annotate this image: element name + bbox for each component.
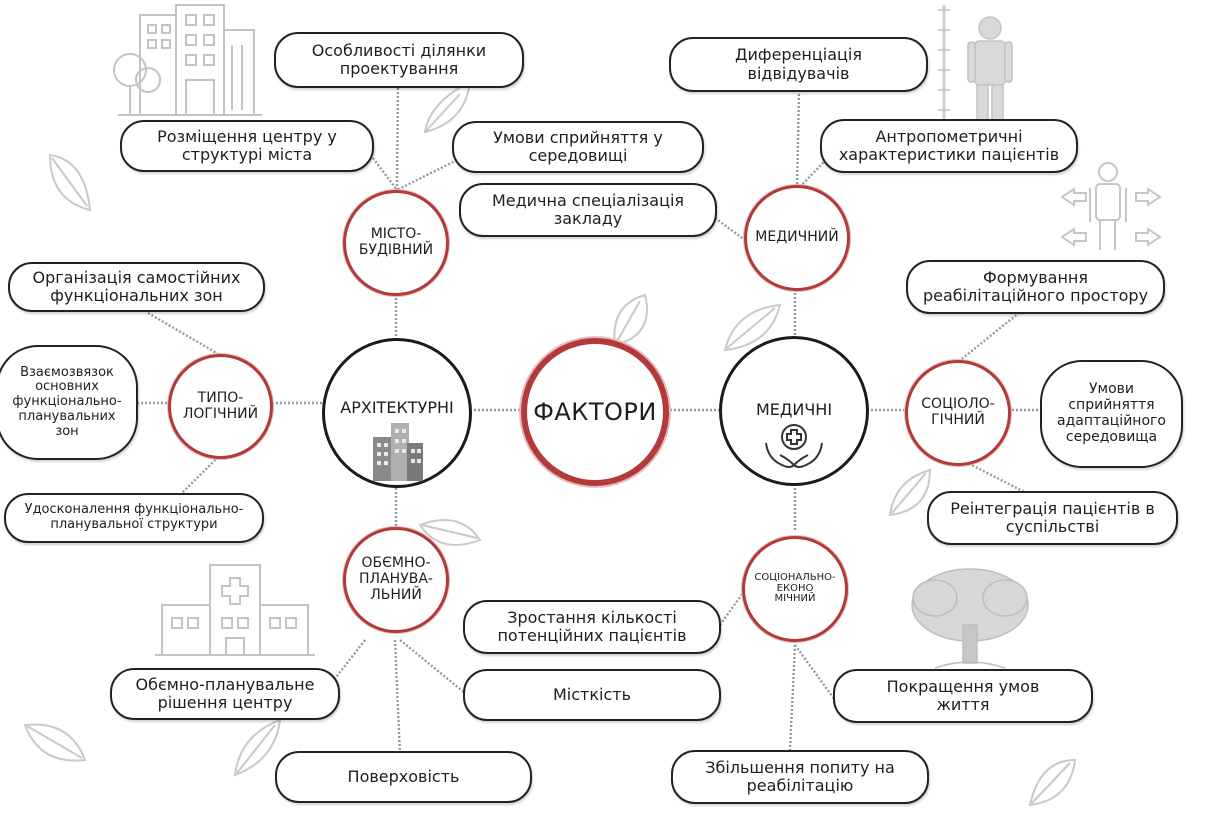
factor-living-conditions: Покращення умов життя [833,669,1093,723]
factor-city-placement-label: Розміщення центру у структурі міста [157,126,337,164]
factor-patient-growth: Зростання кількості потенційних пацієнті… [463,600,721,654]
category-sociological: СОЦІОЛО- ГІЧНИЙ [905,360,1011,466]
category-socioeconomic: СОЦІОНАЛЬНО- ЕКОНО МІЧНИЙ [742,536,848,642]
factor-structure-improvement-label: Удосконалення функціонально- планувально… [24,502,244,532]
factor-medical-specialization: Медична спеціалізація закладу [459,183,717,237]
factor-medical-specialization-label: Медична спеціалізація закладу [491,190,685,228]
factor-reintegration-label: Реінтеграція пацієнтів в суспільстві [950,498,1155,536]
category-typological-label: ТИПО- ЛОГІЧНИЙ [182,389,259,422]
category-medical: МЕДИЧНИЙ [744,185,850,291]
category-spatial-label: ОБЄМНО- ПЛАНУВА- ЛЬНИЙ [359,555,433,603]
factor-anthropometric-label: Антропометричні характеристики пацієнтів [838,126,1060,164]
factor-structure-improvement: Удосконалення функціонально- планувально… [4,493,264,543]
center-label: ФАКТОРИ [533,397,657,426]
category-medical-label: МЕДИЧНИЙ [755,229,839,246]
hub-medical-label: МЕДИЧНІ [755,400,833,419]
factor-city-placement: Розміщення центру у структурі міста [120,120,374,172]
factor-site-features-label: Особливості ділянки проектування [311,40,487,78]
hub-architectural-label: АРХІТЕКТУРНІ [340,398,454,417]
factor-zones-organization-label: Організація самостійних функціональних з… [32,267,241,305]
factor-floors-label: Поверховість [347,766,460,786]
factor-visitor-differentiation: Диференціація відвідувачів [669,37,928,92]
factor-zones-interrelation: Взаємозвязок основних функціонально- пла… [0,345,138,460]
center-node: ФАКТОРИ [521,338,669,486]
factor-site-features: Особливості ділянки проектування [274,32,524,88]
factor-rehab-demand: Збільшення попиту на реабілітацію [671,750,929,804]
hub-medical: МЕДИЧНІ [719,336,869,486]
factor-adaptive-perception: Умови сприйняття адаптаційного середовищ… [1040,360,1183,468]
factor-zones-organization: Організація самостійних функціональних з… [8,262,265,312]
factor-rehab-space-label: Формування реабілітаційного простору [922,267,1149,305]
factor-rehab-demand-label: Збільшення попиту на реабілітацію [705,757,895,795]
factor-patient-growth-label: Зростання кількості потенційних пацієнті… [497,607,687,645]
category-typological: ТИПО- ЛОГІЧНИЙ [168,354,273,459]
category-socioeconomic-label: СОЦІОНАЛЬНО- ЕКОНО МІЧНИЙ [754,572,836,605]
factor-capacity-label: Місткість [552,684,632,704]
factor-anthropometric: Антропометричні характеристики пацієнтів [820,119,1078,173]
factor-living-conditions-label: Покращення умов життя [886,676,1040,714]
category-urban: МІСТО- БУДІВНИЙ [343,190,449,296]
factor-environment-perception-label: Умови сприйняття у середовищі [493,127,663,165]
factor-reintegration: Реінтеграція пацієнтів в суспільстві [927,491,1178,545]
factor-capacity: Місткість [463,669,721,721]
factor-rehab-space: Формування реабілітаційного простору [906,260,1165,314]
factor-volume-solution: Обємно-планувальне рішення центру [110,668,340,720]
factor-volume-solution-label: Обємно-планувальне рішення центру [135,674,315,712]
category-spatial: ОБЄМНО- ПЛАНУВА- ЛЬНИЙ [343,527,449,633]
factor-environment-perception: Умови сприйняття у середовищі [452,121,704,173]
hub-architectural: АРХІТЕКТУРНІ [322,338,472,488]
buildings-icon [373,423,423,481]
hands-cross-icon [765,424,823,468]
factor-visitor-differentiation-label: Диференціація відвідувачів [735,45,862,83]
factor-zones-interrelation-label: Взаємозвязок основних функціонально- пла… [12,364,122,439]
factor-floors: Поверховість [275,751,532,803]
category-sociological-label: СОЦІОЛО- ГІЧНИЙ [921,396,995,428]
category-urban-label: МІСТО- БУДІВНИЙ [358,226,434,258]
factor-adaptive-perception-label: Умови сприйняття адаптаційного середовищ… [1057,381,1166,445]
